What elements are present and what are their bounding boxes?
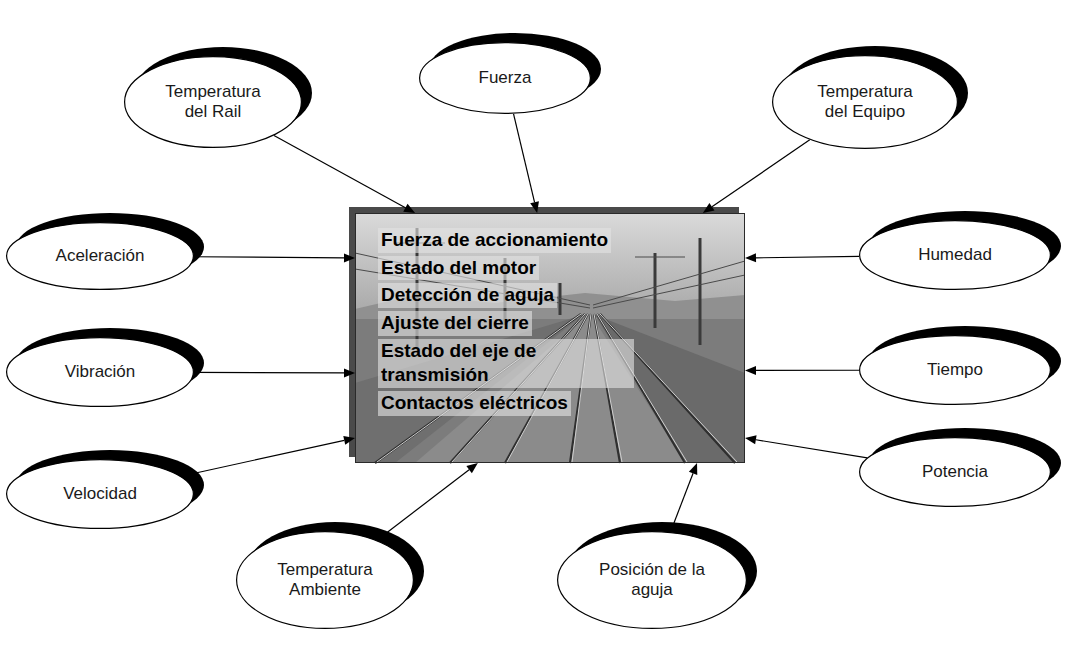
parameter-label: Fuerza xyxy=(479,68,532,88)
arrowhead xyxy=(403,204,415,213)
track-photo xyxy=(355,213,745,463)
parameter-ellipse: Temperatura del Rail xyxy=(124,56,302,148)
ellipse-body xyxy=(860,336,1051,405)
parameter-label: Temperatura del Rail xyxy=(158,82,268,123)
arrow-connector xyxy=(274,136,415,213)
arrowhead xyxy=(343,436,355,445)
parameter-ellipse: Temperatura del Equipo xyxy=(772,55,958,149)
connector-line xyxy=(514,114,535,202)
arrow-connector xyxy=(670,463,697,532)
arrow-connector xyxy=(194,368,355,377)
parameter-ellipse: Tiempo xyxy=(859,335,1051,405)
photo-overlay-text: Fuerza de accionamiento xyxy=(378,228,611,253)
connector-line xyxy=(712,140,810,207)
ellipse-body xyxy=(7,338,194,407)
arrow-connector xyxy=(745,366,859,375)
parameter-label: Temperatura Ambiente xyxy=(270,560,380,601)
connector-line xyxy=(274,136,405,208)
ellipse-body xyxy=(7,460,194,529)
connector-line xyxy=(194,372,344,374)
arrow-connector xyxy=(745,253,859,262)
photo-overlay-text: Estado del eje de transmisión xyxy=(378,339,634,388)
arrowhead xyxy=(745,366,756,375)
arrow-connector xyxy=(181,436,355,476)
connector-line xyxy=(194,257,344,258)
ellipse-body xyxy=(420,43,591,114)
arrowhead xyxy=(745,435,757,444)
ellipse-text-group: Aceleración xyxy=(56,246,145,266)
ellipse-text-group: Temperatura del Rail xyxy=(158,82,268,123)
photo-overlay-text: Detección de aguja xyxy=(378,283,557,308)
ellipse-text-group: Humedad xyxy=(918,245,992,265)
arrowhead xyxy=(344,368,355,377)
connector-line xyxy=(377,470,469,541)
arrowhead xyxy=(745,253,756,262)
ellipse-body xyxy=(773,56,958,149)
photo-overlay-text: Estado del motor xyxy=(378,256,539,281)
photo-overlay-text: Contactos eléctricos xyxy=(378,391,571,416)
ellipse-text-group: Temperatura Ambiente xyxy=(270,560,380,601)
ellipse-body xyxy=(860,438,1051,507)
connector-line xyxy=(756,256,859,257)
arrow-connector xyxy=(377,463,478,540)
parameter-ellipse: Temperatura Ambiente xyxy=(236,531,414,629)
connector-line xyxy=(756,440,867,458)
parameter-label: Aceleración xyxy=(56,246,145,266)
ellipse-body xyxy=(7,223,194,290)
parameter-ellipse: Humedad xyxy=(859,220,1051,290)
arrow-connector xyxy=(194,253,355,262)
parameter-ellipse: Vibración xyxy=(6,337,194,407)
parameter-label: Temperatura del Equipo xyxy=(810,82,920,123)
parameter-ellipse: Aceleración xyxy=(6,222,194,290)
parameter-ellipse: Potencia xyxy=(859,437,1051,507)
photo-panel: Fuerza de accionamientoEstado del motorD… xyxy=(355,213,745,463)
ellipse-body xyxy=(237,532,414,629)
connector-line xyxy=(181,440,344,476)
arrowhead xyxy=(344,253,355,262)
ellipse-body xyxy=(558,532,747,629)
ellipse-text-group: Potencia xyxy=(922,462,988,482)
parameter-ellipse: Posición de la aguja xyxy=(557,531,747,629)
photo-overlay-text: Ajuste del cierre xyxy=(378,311,532,336)
parameter-ellipse: Fuerza xyxy=(419,42,591,114)
connector-line xyxy=(756,370,859,371)
ellipse-text-group: Vibración xyxy=(65,362,136,382)
arrow-connector xyxy=(703,140,810,213)
parameter-label: Humedad xyxy=(918,245,992,265)
parameter-label: Velocidad xyxy=(63,484,137,504)
ellipse-text-group: Velocidad xyxy=(63,484,137,504)
ellipse-body xyxy=(125,57,302,148)
arrowhead xyxy=(530,201,539,213)
parameter-ellipse: Velocidad xyxy=(6,459,194,529)
ellipse-text-group: Tiempo xyxy=(927,360,983,380)
arrowhead xyxy=(689,463,697,475)
parameter-label: Posición de la aguja xyxy=(592,560,712,601)
parameter-label: Potencia xyxy=(922,462,988,482)
arrowhead xyxy=(466,463,477,473)
ellipse-text-group: Posición de la aguja xyxy=(592,560,712,601)
ellipse-text-group: Temperatura del Equipo xyxy=(810,82,920,123)
parameter-label: Tiempo xyxy=(927,360,983,380)
arrowhead xyxy=(703,203,715,213)
arrow-connector xyxy=(514,114,539,213)
parameter-label: Vibración xyxy=(65,362,136,382)
arrow-connector xyxy=(745,435,867,457)
ellipse-body xyxy=(860,221,1051,290)
ellipse-text-group: Fuerza xyxy=(479,68,532,88)
